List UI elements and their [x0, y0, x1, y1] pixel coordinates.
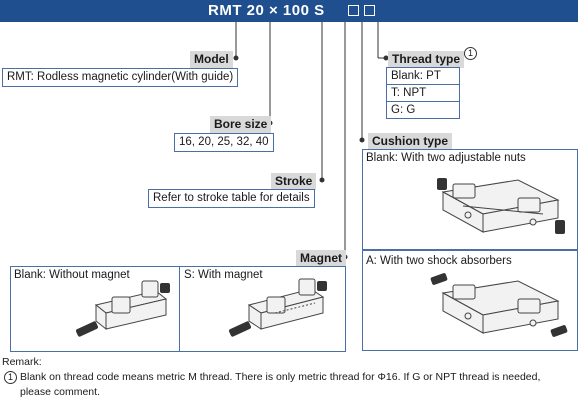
model-value: RMT: Rodless magnetic cylinder(With guid… — [2, 68, 239, 87]
note-mark-1-icon: 1 — [464, 47, 477, 60]
cylinder-with-nuts-illustration-icon — [437, 178, 565, 234]
model-label: Model — [190, 51, 233, 68]
thread-option-g: G: G — [391, 104, 416, 116]
magnet-option-2-text: S: With magnet — [184, 269, 263, 281]
cylinder-with-magnet-illustration-icon — [228, 278, 327, 337]
order-code: RMT 20 × 100 S — [208, 2, 325, 19]
cylinder-without-magnet-illustration-icon — [75, 280, 170, 337]
thread-type-label: Thread type — [388, 51, 465, 68]
stroke-value: Refer to stroke table for details — [148, 189, 315, 208]
title-bar — [0, 0, 578, 22]
remark-line-1: Blank on thread code means metric M thre… — [20, 371, 541, 383]
bore-size-value: 16, 20, 25, 32, 40 — [174, 133, 274, 152]
cushion-option-2-text: A: With two shock absorbers — [366, 255, 512, 267]
remark-line-2: please comment. — [20, 386, 100, 398]
remark-mark-1-icon: 1 — [4, 371, 17, 384]
magnet-label: Magnet — [296, 250, 346, 267]
bore-size-label: Bore size — [210, 116, 272, 133]
cushion-option-panel-2: A: With two shock absorbers — [362, 250, 578, 351]
magnet-option-1-text: Blank: Without magnet — [14, 269, 130, 281]
placeholder-box-1 — [348, 5, 359, 16]
magnet-divider — [179, 267, 180, 351]
cushion-type-label: Cushion type — [368, 133, 453, 150]
cylinder-with-shock-absorbers-illustration-icon — [430, 273, 568, 337]
thread-option-npt: T: NPT — [387, 85, 459, 102]
cushion-option-1-text: Blank: With two adjustable nuts — [366, 152, 526, 164]
thread-option-pt: Blank: PT — [387, 68, 459, 85]
cushion-option-panel-1: Blank: With two adjustable nuts — [362, 149, 578, 250]
placeholder-box-2 — [364, 5, 375, 16]
thread-type-options: Blank: PT T: NPT G: G — [386, 67, 460, 119]
stroke-label: Stroke — [271, 173, 317, 190]
remark-title: Remark: — [2, 356, 42, 368]
magnet-options-panel: Blank: Without magnet S: With magnet — [10, 266, 346, 352]
